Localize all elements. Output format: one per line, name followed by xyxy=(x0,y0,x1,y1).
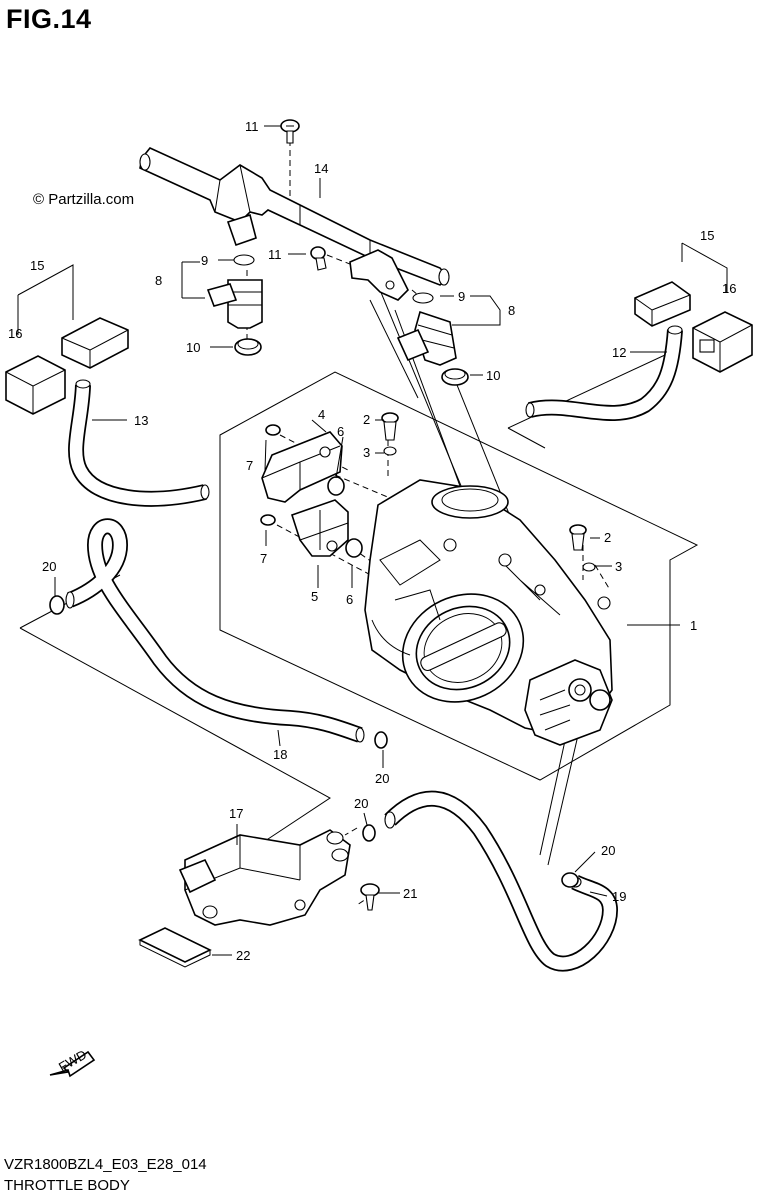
screw-2-right xyxy=(569,524,596,572)
callout-4: 4 xyxy=(318,407,325,422)
callout-7-top: 7 xyxy=(246,458,253,473)
hose-13 xyxy=(68,379,210,507)
diagram-name: THROTTLE BODY xyxy=(4,1177,130,1194)
hose-19 xyxy=(384,790,618,972)
callout-8-right: 8 xyxy=(508,303,515,318)
clamps-20 xyxy=(49,595,579,888)
connector-15-right xyxy=(634,281,691,327)
connector-bracket-right xyxy=(681,242,728,293)
callout-22: 22 xyxy=(236,948,250,963)
callout-2-top: 2 xyxy=(363,412,370,427)
connector-16-left xyxy=(5,355,66,415)
fwd-arrow-icon: FWD xyxy=(49,1047,96,1078)
screw-11-top xyxy=(280,119,300,144)
callout-16-right: 16 xyxy=(722,281,736,296)
callout-7-bottom: 7 xyxy=(260,551,267,566)
figure-title: FIG.14 xyxy=(6,4,92,34)
fuel-delivery-pipe xyxy=(139,147,450,301)
callout-13: 13 xyxy=(134,413,148,428)
callout-leaders xyxy=(54,125,680,956)
main-assembly-frame xyxy=(219,371,699,781)
callout-15-left: 15 xyxy=(30,258,44,273)
callout-21: 21 xyxy=(403,886,417,901)
callout-9-right: 9 xyxy=(458,289,465,304)
callout-12: 12 xyxy=(612,345,626,360)
injector-right xyxy=(396,292,469,386)
hose-18 xyxy=(65,518,365,743)
screw-21 xyxy=(360,883,380,911)
callout-20-right: 20 xyxy=(601,843,615,858)
connector-bracket-left xyxy=(17,264,74,335)
hose-12 xyxy=(525,325,683,421)
callout-11-top: 11 xyxy=(245,119,259,134)
copyright-watermark: © Partzilla.com xyxy=(33,191,135,208)
throttle-body xyxy=(364,479,613,746)
callout-15-right: 15 xyxy=(700,228,714,243)
screw-11-mid xyxy=(310,246,327,271)
callout-9-left: 9 xyxy=(201,253,208,268)
outer-assembly-frame xyxy=(19,574,331,844)
callout-1: 1 xyxy=(690,618,697,633)
callout-14: 14 xyxy=(314,161,328,176)
injector-left xyxy=(206,254,263,356)
callout-8-left: 8 xyxy=(155,273,162,288)
callout-19: 19 xyxy=(612,889,626,904)
connector-15-left xyxy=(61,317,129,369)
callout-2-right: 2 xyxy=(604,530,611,545)
isc-valve-17 xyxy=(178,829,351,926)
sensor-5 xyxy=(260,499,363,558)
callout-5: 5 xyxy=(311,589,318,604)
callout-numbers: 11 14 11 9 8 10 9 8 10 15 16 15 16 12 13… xyxy=(8,119,736,963)
callout-6-top: 6 xyxy=(337,424,344,439)
callout-3-top: 3 xyxy=(363,445,370,460)
sensor-4 xyxy=(261,424,345,503)
diagram-code: VZR1800BZL4_E03_E28_014 xyxy=(4,1156,207,1173)
callout-20-lower: 20 xyxy=(354,796,368,811)
connector-16-right xyxy=(692,311,753,373)
callout-20-mid: 20 xyxy=(375,771,389,786)
callout-11-mid: 11 xyxy=(268,247,282,262)
pad-22 xyxy=(138,927,212,968)
callout-10-left: 10 xyxy=(186,340,200,355)
callout-10-right: 10 xyxy=(486,368,500,383)
callout-6-bottom: 6 xyxy=(346,592,353,607)
callout-17: 17 xyxy=(229,806,243,821)
screw-2-top xyxy=(381,412,399,456)
callout-3-right: 3 xyxy=(615,559,622,574)
callout-20-left: 20 xyxy=(42,559,56,574)
callout-18: 18 xyxy=(273,747,287,762)
callout-16-left: 16 xyxy=(8,326,22,341)
